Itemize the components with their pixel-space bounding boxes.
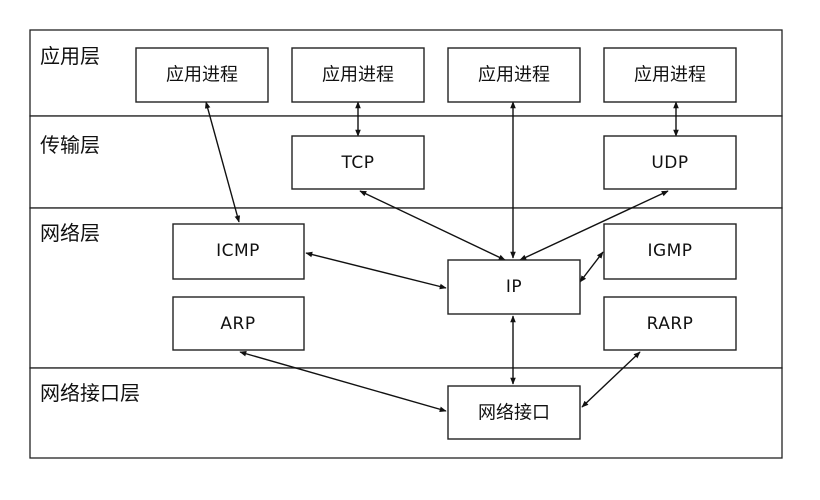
network-layer-label: 网络层 [40,221,100,245]
tcp-box [291,135,425,190]
link-layer-label: 网络接口层 [40,381,140,405]
edge-rarp-netif [581,351,641,408]
udp-box [603,135,737,190]
app-process-box-2 [291,47,425,103]
udp-label: UDP [651,153,688,173]
edge-ip-igmp [579,251,604,283]
link-layer-band [29,367,783,459]
network-interface-label: 网络接口 [478,403,550,424]
rarp-label: RARP [647,314,694,334]
edge-arp-netif [239,351,447,412]
rarp-box [603,296,737,351]
application-layer-label: 应用层 [40,44,100,68]
icmp-label: ICMP [216,241,260,261]
tcp-label: TCP [340,153,374,173]
edge-icmp-ip [305,251,447,290]
app-process-box-4 [603,47,737,103]
app-process-label-3: 应用进程 [478,65,550,86]
edge-tcp-ip [359,190,506,261]
app-process-box-3 [447,47,581,103]
app-process-label-1: 应用进程 [166,65,238,86]
arp-label: ARP [220,314,255,334]
edge-app1-icmp [204,101,241,223]
edge-udp-ip [519,190,669,261]
app-process-label-2: 应用进程 [322,65,394,86]
transport-layer-label: 传输层 [40,133,100,157]
app-process-box-1 [135,47,269,103]
igmp-label: IGMP [647,241,692,261]
igmp-box [603,223,737,280]
network-interface-box [447,385,581,440]
ip-box [447,259,581,315]
ip-label: IP [506,277,522,297]
icmp-box [172,223,305,280]
app-process-label-4: 应用进程 [634,65,706,86]
arp-box [172,296,305,351]
